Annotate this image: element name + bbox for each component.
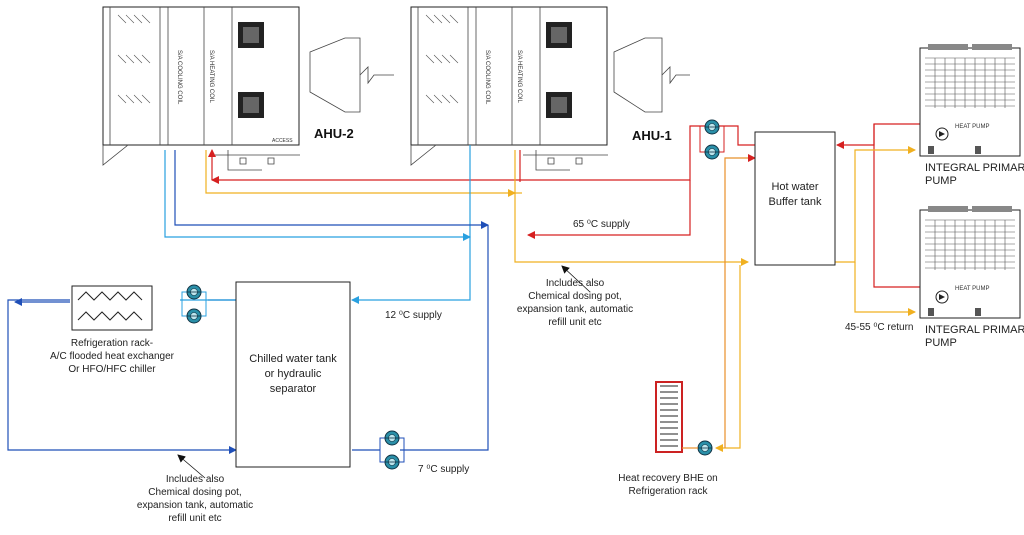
pump-icon [697, 440, 713, 456]
svg-text:expansion tank, automatic: expansion tank, automatic [137, 500, 253, 511]
pump-icon [704, 119, 720, 135]
ahu-1-filter [425, 14, 459, 104]
svg-text:A/C flooded heat exchanger: A/C flooded heat exchanger [50, 351, 175, 362]
svg-text:refill unit etc: refill unit etc [548, 317, 601, 328]
ahu-1-duct [613, 37, 690, 113]
ahu-2-access-label: ACCESS [272, 138, 293, 144]
svg-text:Buffer tank: Buffer tank [769, 196, 822, 208]
svg-text:Includes also: Includes also [166, 474, 225, 485]
svg-text:or hydraulic: or hydraulic [265, 368, 322, 380]
heat-recovery-bhe: Heat recovery BHE on Refrigeration rack [618, 381, 718, 497]
bottom-plant-annotation: Includes also Chemical dosing pot, expan… [137, 454, 253, 524]
svg-text:PUMP: PUMP [925, 175, 957, 187]
return-45-55-label: 45-55 ⁰C return [845, 322, 914, 333]
heat-exchanger-icon [77, 291, 143, 301]
pump-icon [384, 430, 400, 446]
hot-water-buffer-tank: Hot water Buffer tank [754, 131, 836, 266]
ahu-2-fan-top [238, 22, 264, 48]
ahu-1-unit: S/A COOLING COIL S/A HEATING COIL [410, 6, 690, 171]
ahu-1-heating-coil-label: S/A HEATING COIL [516, 50, 522, 104]
ahu-2-valve-assembly [215, 150, 300, 171]
ahu-1-valve-assembly [523, 150, 608, 171]
svg-text:Refrigeration rack: Refrigeration rack [629, 486, 709, 497]
integral-pump-2-label: INTEGRAL PRIMARY [925, 324, 1024, 336]
ahu-2-cooling-coil-label: S/A COOLING COIL [176, 50, 182, 105]
svg-text:Refrigeration rack-: Refrigeration rack- [71, 338, 153, 349]
svg-text:expansion tank, automatic: expansion tank, automatic [517, 304, 633, 315]
svg-text:Or HFO/HFC chiller: Or HFO/HFC chiller [68, 364, 156, 375]
svg-text:Chilled water tank: Chilled water tank [249, 353, 337, 365]
ahu-2-filter [117, 14, 151, 104]
chiller-pump-pair [181, 284, 207, 324]
ahu-1-fan-bottom [546, 92, 572, 118]
chilled-water-pipes [7, 145, 489, 454]
refrigeration-heat-exchanger [71, 285, 153, 331]
ahu-2-fan-bottom [238, 92, 264, 118]
top-plant-annotation: Includes also Chemical dosing pot, expan… [517, 265, 633, 328]
svg-text:HEAT PUMP: HEAT PUMP [955, 124, 989, 130]
supply-65-label: 65 ⁰C supply [573, 219, 630, 230]
svg-text:refill unit etc: refill unit etc [168, 513, 221, 524]
ahu-2-heating-coil-label: S/A HEATING COIL [208, 50, 214, 104]
svg-text:Includes also: Includes also [546, 278, 605, 289]
svg-text:Heat recovery BHE on: Heat recovery BHE on [618, 473, 718, 484]
supply-12-label: 12 ⁰C supply [385, 310, 442, 321]
heat-pump-2: HEAT PUMP INTEGRAL PRIMARY PUMP [919, 206, 1024, 349]
ahu-2-label: AHU-2 [314, 126, 354, 141]
svg-text:Hot water: Hot water [771, 181, 818, 193]
svg-text:separator: separator [270, 383, 317, 395]
pump-icon [186, 284, 202, 300]
supply-7-label: 7 ⁰C supply [418, 464, 469, 475]
heat-pump-1: HEAT PUMP INTEGRAL PRIMARY PUMP [919, 44, 1024, 187]
ahu-2-duct [309, 37, 394, 113]
chilled-water-tank: Chilled water tank or hydraulic separato… [235, 281, 351, 468]
refrigeration-rack-label: Refrigeration rack- A/C flooded heat exc… [50, 338, 175, 375]
integral-pump-1-label: INTEGRAL PRIMARY [925, 162, 1024, 174]
pump-icon [186, 308, 202, 324]
svg-text:Chemical dosing pot,: Chemical dosing pot, [528, 291, 621, 302]
pump-icon [384, 454, 400, 470]
svg-text:PUMP: PUMP [925, 337, 957, 349]
pump-icon [704, 144, 720, 160]
ahu-1-fan-top [546, 22, 572, 48]
ahu-2-unit: S/A COOLING COIL S/A HEATING COIL ACCESS [102, 6, 394, 171]
ahu-1-cooling-coil-label: S/A COOLING COIL [484, 50, 490, 105]
ahu-1-pump-pair [699, 119, 725, 160]
svg-text:Chemical dosing pot,: Chemical dosing pot, [148, 487, 241, 498]
chw-supply-pump-pair [379, 430, 405, 470]
ahu-1-label: AHU-1 [632, 128, 672, 143]
svg-text:HEAT PUMP: HEAT PUMP [955, 286, 989, 292]
